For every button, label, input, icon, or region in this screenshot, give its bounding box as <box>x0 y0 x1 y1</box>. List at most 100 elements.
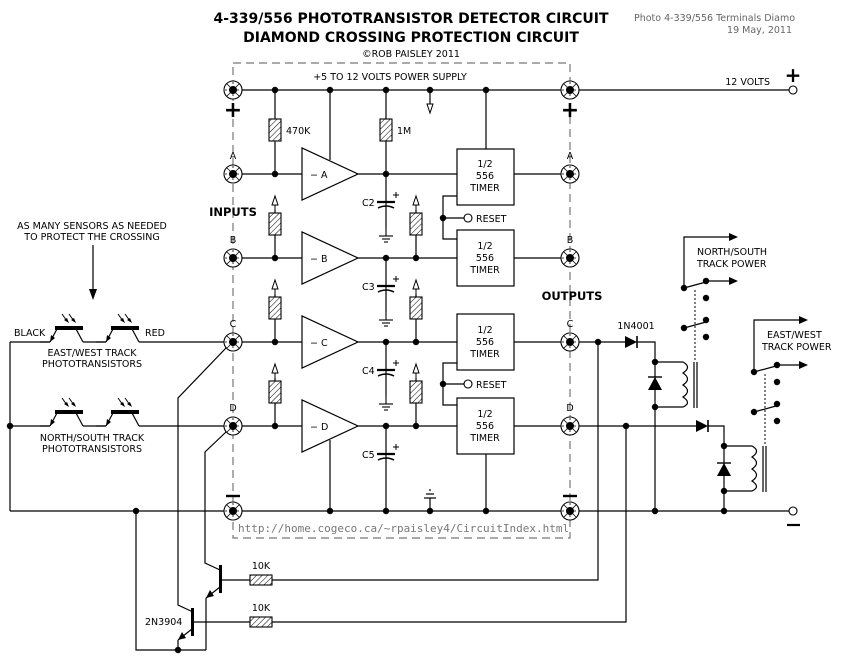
terminal-b-in-label: B <box>230 235 237 246</box>
capacitor-c3-label: C3 <box>362 282 375 293</box>
terminal-minus-in <box>223 501 243 521</box>
terminal-a-in <box>223 164 243 184</box>
board-outline <box>232 62 571 539</box>
terminal-plus-out-label: + <box>561 98 579 123</box>
ns-label-line2: PHOTOTRANSISTORS <box>42 444 142 455</box>
terminal-plus-in <box>223 80 243 100</box>
comparator-c <box>301 315 360 369</box>
transistor-q1-base <box>219 565 222 593</box>
pullup-in-b <box>268 212 282 236</box>
comparator-d <box>301 399 360 453</box>
volts-label: 12 VOLTS <box>725 77 770 88</box>
terminal-b-out-label: B <box>567 235 574 246</box>
date-label: 19 May, 2011 <box>727 25 792 36</box>
sensor-note-line2: TO PROTECT THE CROSSING <box>23 232 159 243</box>
terminal-b-in <box>223 248 243 268</box>
timer-cd: 1/2 556 TIMER 1/2 556 TIMER RESET <box>439 313 515 455</box>
diode-label: 1N4001 <box>617 321 654 332</box>
timer-d-l3: TIMER <box>469 433 500 444</box>
resistor-10k-2 <box>249 616 273 628</box>
terminal-d-out <box>560 416 580 436</box>
red-wire-label: RED <box>145 328 165 339</box>
ground-c3 <box>378 311 394 327</box>
pullup-mid-c <box>409 296 423 320</box>
timer-c-l2: 556 <box>476 337 494 348</box>
relay-ew-label-line2: TRACK POWER <box>761 342 832 353</box>
timer-b-box <box>456 229 515 287</box>
phototransistor-ew-2 <box>95 313 140 343</box>
pullup-in-d <box>268 380 282 404</box>
timer-c-box <box>456 313 515 371</box>
phototransistor-ew-1 <box>39 313 84 343</box>
outputs-label: OUTPUTS <box>542 289 603 303</box>
comparator-a <box>301 147 360 201</box>
resistor-10k-1-label: 10K <box>252 561 271 572</box>
comparator-b <box>301 231 360 285</box>
relay-ns-label-line2: TRACK POWER <box>696 259 767 270</box>
terminal-d-in <box>223 416 243 436</box>
timer-d-l1: 1/2 <box>477 409 492 420</box>
timer-b-l1: 1/2 <box>477 241 492 252</box>
relay-ns-label-line1: NORTH/SOUTH <box>697 247 767 258</box>
vplus-mid-b <box>412 195 420 213</box>
phototransistor-ns-1 <box>39 397 84 427</box>
terminal-d-out-label: D <box>566 403 573 414</box>
ew-label-line2: PHOTOTRANSISTORS <box>42 359 142 370</box>
pullup-mid-d <box>409 380 423 404</box>
reset-cd-label: RESET <box>476 380 507 391</box>
black-wire-label: BLACK <box>14 328 46 339</box>
phototransistor-ns-2 <box>95 397 140 427</box>
timer-a-l3: TIMER <box>469 183 500 194</box>
title-line2: DIAMOND CROSSING PROTECTION CIRCUIT <box>243 30 579 46</box>
relay-ew-label-line1: EAST/WEST <box>767 330 822 341</box>
plus-sign: + <box>785 63 802 87</box>
resistor-10k-1 <box>249 574 273 586</box>
timer-d-box <box>456 397 515 455</box>
title-line1: 4-339/556 PHOTOTRANSISTOR DETECTOR CIRCU… <box>213 11 608 27</box>
capacitor-c4-label: C4 <box>362 366 375 377</box>
terminal-c-in <box>223 332 243 352</box>
footer-url[interactable]: http://home.cogeco.ca/~rpaisley4/Circuit… <box>238 522 569 535</box>
ground-c2 <box>378 227 394 243</box>
inputs-label: INPUTS <box>209 205 257 219</box>
vplus-mid-d <box>412 363 420 381</box>
terminal-plus-label: + <box>224 98 242 123</box>
resistor-10k-2-label: 10K <box>252 603 271 614</box>
ground-c4 <box>378 395 394 411</box>
comparator-c-label: − C <box>310 338 328 349</box>
sensor-note-line1: AS MANY SENSORS AS NEEDED <box>17 221 167 232</box>
ew-label-line1: EAST/WEST TRACK <box>48 348 138 359</box>
terminal-b-out <box>560 248 580 268</box>
reset-ab-label: RESET <box>476 214 507 225</box>
wire-emitters-to-ground <box>135 511 179 651</box>
resistor-1m-label: 1M <box>397 126 411 137</box>
terminal-a-out <box>560 164 580 184</box>
timer-a-box <box>456 148 515 206</box>
photo-caption: Photo 4-339/556 Terminals Diamo <box>634 13 795 24</box>
capacitor-c4 <box>375 358 401 378</box>
wire-c-to-q2 <box>177 347 227 613</box>
terminal-c-out <box>560 332 580 352</box>
comparator-a-label: − A <box>310 170 328 181</box>
terminal-minus-out <box>560 501 580 521</box>
capacitor-c2 <box>375 190 401 210</box>
terminal-a-in-label: A <box>230 151 237 162</box>
terminal-c-out-label: C <box>567 319 574 330</box>
wire-d-to-q1 <box>204 431 227 571</box>
copyright: ©ROB PAISLEY 2011 <box>362 49 460 60</box>
flyback-diode-ew <box>717 463 731 476</box>
vplus-in-d <box>271 363 279 381</box>
capacitor-c3 <box>375 274 401 294</box>
timer-ab: 1/2 556 TIMER 1/2 556 TIMER RESET <box>439 148 515 287</box>
resistor-470k <box>268 118 282 142</box>
pullup-in-c <box>268 296 282 320</box>
comparator-b-label: − B <box>310 254 328 265</box>
flyback-diode-ns <box>648 377 662 390</box>
terminal-d-in-label: D <box>229 403 236 414</box>
timer-a-l2: 556 <box>476 171 494 182</box>
relay-coil-ns <box>655 361 689 408</box>
wire-q1-to-output-c <box>272 342 599 581</box>
resistor-470k-label: 470K <box>286 126 311 137</box>
pullup-mid-b <box>409 212 423 236</box>
